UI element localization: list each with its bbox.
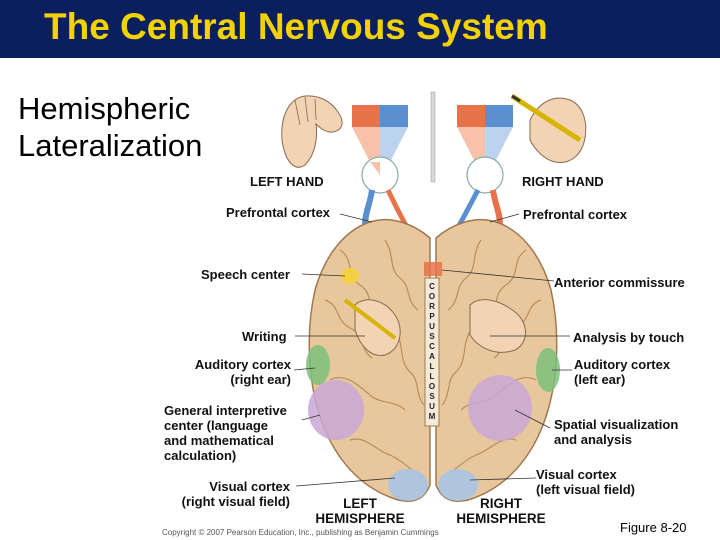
general-line-2: center (language xyxy=(164,418,269,433)
corpus-letter: S xyxy=(429,392,435,401)
right-field-orange xyxy=(457,105,485,127)
visual-right-line-1: Visual cortex xyxy=(536,467,617,482)
spatial-visualization-label: Spatial visualization and analysis xyxy=(554,417,678,447)
corpus-callosum-strip xyxy=(424,277,440,427)
writing-hand-icon xyxy=(343,298,401,356)
leader-lines xyxy=(293,213,572,487)
spatial-line-1: Spatial visualization xyxy=(554,417,679,432)
auditory-cortex-left-label: Auditory cortex (right ear) xyxy=(170,357,291,387)
copyright-credit: Copyright © 2007 Pearson Education, Inc.… xyxy=(162,528,439,537)
left-visual-field xyxy=(352,105,423,252)
visual-left-line-2: (right visual field) xyxy=(181,494,290,509)
corpus-letter: O xyxy=(428,382,436,391)
right-visual-field xyxy=(442,105,513,252)
left-hand-label: LEFT HAND xyxy=(250,174,324,189)
left-hemi-line-1: LEFT xyxy=(343,496,377,511)
analysis-by-touch-label: Analysis by touch xyxy=(573,330,685,345)
subtitle-line-2: Lateralization xyxy=(18,128,203,163)
spatial-line-2: and analysis xyxy=(554,432,633,447)
right-hemi-line-1: RIGHT xyxy=(480,496,522,511)
general-line-1: General interpretive xyxy=(164,403,287,418)
visual-cortex-right-label: Visual cortex (left visual field) xyxy=(536,467,635,497)
auditory-left-line-1: Auditory cortex xyxy=(194,357,291,372)
figure-number: Figure 8-20 xyxy=(620,520,687,535)
visual-right-line-2: (left visual field) xyxy=(536,482,635,497)
general-interpretive-label: General interpretive center (language an… xyxy=(164,403,287,463)
auditory-right-line-2: (left ear) xyxy=(574,372,626,387)
right-field-blue xyxy=(485,105,513,127)
corpus-letter: S xyxy=(429,332,435,341)
anterior-commissure-shape xyxy=(424,262,442,276)
slide-subtitle: Hemispheric Lateralization xyxy=(18,90,202,164)
corpus-letter: U xyxy=(429,322,435,331)
corpus-letter: U xyxy=(429,402,435,411)
auditory-right-line-1: Auditory cortex xyxy=(574,357,671,372)
corpus-letter: M xyxy=(428,412,436,421)
left-field-orange xyxy=(352,105,380,127)
auditory-left-line-2: (right ear) xyxy=(230,372,291,387)
right-hand-label: RIGHT HAND xyxy=(522,174,604,189)
spatial-area xyxy=(468,375,532,441)
slide-title: The Central Nervous System xyxy=(44,6,548,47)
auditory-area-right xyxy=(536,348,560,392)
left-field-blue xyxy=(380,105,408,127)
corpus-letter: L xyxy=(429,362,435,371)
anterior-commissure-label: Anterior commissure xyxy=(554,275,685,290)
interpretive-area xyxy=(308,380,364,440)
corpus-letter: C xyxy=(429,282,435,291)
prefrontal-left-label: Prefrontal cortex xyxy=(226,205,331,220)
subtitle-line-1: Hemispheric xyxy=(18,91,191,126)
left-hemi-line-2: HEMISPHERE xyxy=(315,511,405,526)
visual-cortex-left-label: Visual cortex (right visual field) xyxy=(160,479,290,509)
corpus-letter: A xyxy=(429,352,435,361)
right-hand-pencil-icon xyxy=(510,93,587,164)
general-line-4: calculation) xyxy=(164,448,237,463)
auditory-cortex-right-label: Auditory cortex (left ear) xyxy=(574,357,670,387)
corpus-callosum-label: C O R P U S C A L L O S U M xyxy=(427,282,437,422)
visual-field-divider xyxy=(430,91,436,183)
left-hemisphere-label: LEFT HEMISPHERE xyxy=(310,496,410,526)
speech-center-label: Speech center xyxy=(201,267,290,282)
right-hemisphere-label: RIGHT HEMISPHERE xyxy=(451,496,551,526)
touch-hand-icon xyxy=(469,299,526,353)
writing-label: Writing xyxy=(242,329,287,344)
right-eye-icon xyxy=(466,156,504,194)
right-hemi-line-2: HEMISPHERE xyxy=(456,511,546,526)
visual-area-left xyxy=(388,469,428,501)
prefrontal-right-label: Prefrontal cortex xyxy=(523,207,628,222)
corpus-letter: L xyxy=(429,372,435,381)
left-hand-icon xyxy=(281,95,343,168)
speech-center-area xyxy=(341,268,359,284)
corpus-letter: P xyxy=(429,312,435,321)
corpus-letter: C xyxy=(429,342,435,351)
auditory-area-left xyxy=(306,345,330,385)
title-bar xyxy=(0,0,720,58)
corpus-letter: R xyxy=(429,302,435,311)
corpus-letter: O xyxy=(428,292,436,301)
visual-left-line-1: Visual cortex xyxy=(209,479,290,494)
visual-area-right xyxy=(438,469,478,501)
general-line-3: and mathematical xyxy=(164,433,274,448)
